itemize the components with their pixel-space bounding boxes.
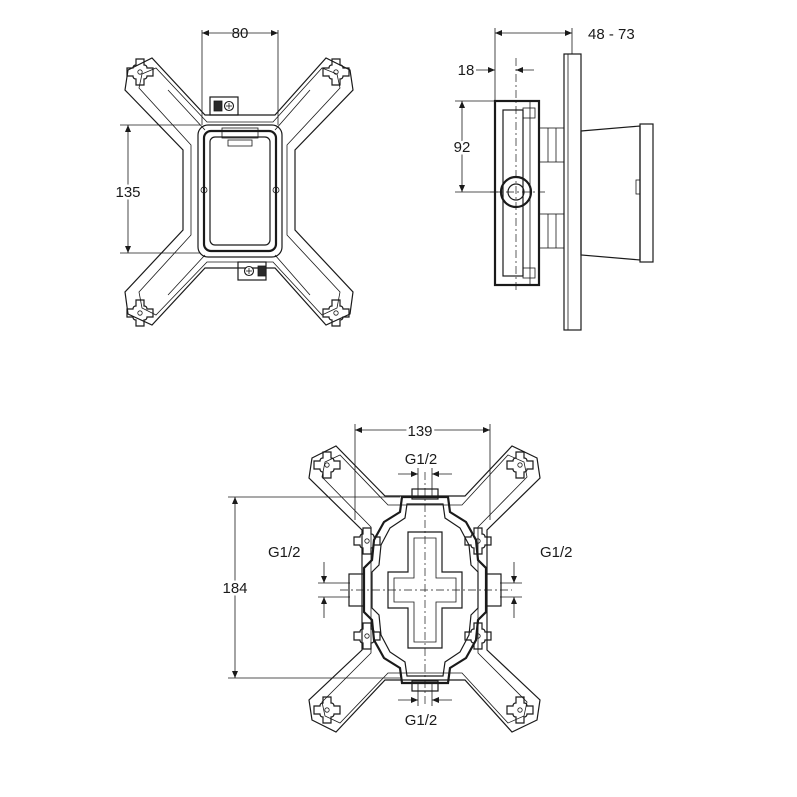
front-housing: [197, 124, 283, 258]
side-center-dimension: 92: [451, 100, 500, 193]
side-view: 48 - 73 18 92: [451, 26, 654, 331]
side-center-label: 92: [454, 139, 471, 156]
bottom-port-left-label: G1/2: [268, 544, 301, 561]
bottom-width-label: 139: [407, 423, 432, 440]
bottom-port-bottom-dimension: G1/2: [398, 684, 452, 729]
front-width-dimension: 80: [201, 25, 279, 125]
side-body: [493, 99, 565, 287]
side-wall-plate: [563, 53, 582, 331]
bottom-port-top-label: G1/2: [405, 451, 438, 468]
bottom-view: 139 184 G1/2 G1/2: [220, 421, 573, 733]
bottom-port-right-label: G1/2: [540, 544, 573, 561]
front-clamp-bottom: [237, 261, 267, 281]
front-height-dimension: 135: [113, 124, 200, 254]
front-view: 80 135: [113, 25, 354, 327]
side-depth-label: 48 - 73: [588, 26, 635, 43]
bottom-port-left-dimension: G1/2: [268, 544, 350, 618]
bottom-port-top-dimension: G1/2: [398, 451, 452, 496]
bottom-height-label: 184: [222, 580, 247, 597]
bottom-frame: [308, 445, 541, 733]
side-sleeve: [580, 123, 654, 263]
bottom-width-dimension: 139: [354, 421, 491, 520]
front-clamp-top: [209, 96, 239, 116]
front-frame: [124, 57, 354, 327]
side-depth-dimension: 48 - 73: [494, 26, 635, 100]
bottom-port-right-dimension: G1/2: [500, 544, 573, 618]
side-offset-label: 18: [458, 62, 475, 79]
front-height-label: 135: [115, 184, 140, 201]
bottom-height-dimension: 184: [220, 496, 400, 679]
front-width-label: 80: [232, 25, 249, 42]
side-offset-dimension: 18: [458, 62, 534, 79]
bottom-port-bottom-label: G1/2: [405, 712, 438, 729]
